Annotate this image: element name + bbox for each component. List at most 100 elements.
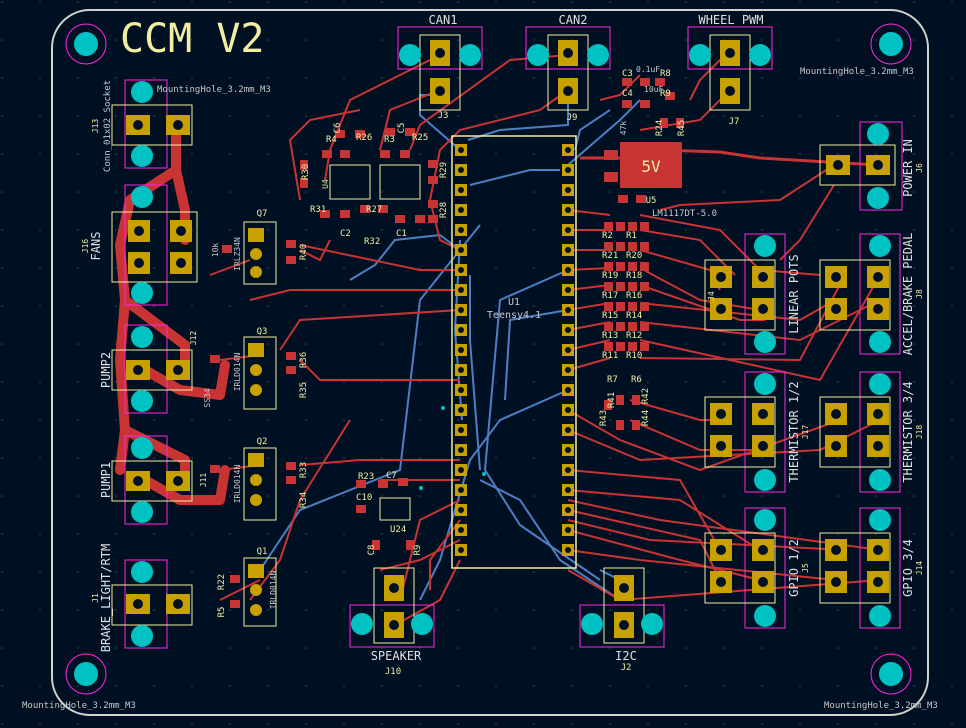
gpio12-label: GPIO 1/2	[787, 539, 801, 597]
j13-ref: J13	[91, 119, 100, 134]
c8-label: C8	[367, 545, 377, 556]
resistor-pad	[604, 242, 613, 251]
i2c-label: I2C	[615, 649, 637, 663]
resistor-label-left: R17	[602, 291, 618, 301]
front-copper-traces	[209, 49, 881, 626]
q2-value: IRLD014N	[233, 465, 242, 504]
teensy-pin-hole	[565, 167, 571, 173]
r41-label: R41	[607, 392, 617, 408]
can2-ref: J9	[567, 113, 578, 123]
pump1-label: PUMP1	[99, 462, 113, 498]
r5-label: R5	[217, 607, 227, 618]
speaker-label: SPEAKER	[371, 649, 422, 663]
resistor-pad	[640, 282, 649, 291]
resistor-label-right: R18	[626, 271, 642, 281]
resistor-pad	[628, 282, 637, 291]
teensy-pin-hole	[458, 527, 464, 533]
mounting-hole-bl-label: MountingHole_3.2mm_M3	[22, 701, 136, 711]
can2-label: CAN2	[559, 13, 588, 27]
teensy-pin-hole	[565, 527, 571, 533]
teensy-pin-hole	[565, 207, 571, 213]
c01uf-label: 0.1uF	[636, 65, 660, 74]
teensy-pin-hole	[565, 547, 571, 553]
teensy-pin-hole	[458, 227, 464, 233]
r35-label: R35	[299, 382, 309, 398]
teensy-pin-hole	[565, 367, 571, 373]
resistor-label-right: R1	[626, 231, 637, 241]
resistor-pad	[604, 322, 613, 331]
teensy-pin-hole	[565, 307, 571, 313]
r44-label: R44	[641, 410, 651, 426]
c2-label: C2	[340, 229, 351, 239]
smd-cluster-bottom	[210, 78, 684, 608]
r31-label: R31	[310, 205, 326, 215]
mounting-hole-tr-label: MountingHole_3.2mm_M3	[800, 67, 914, 77]
teensy-pin-hole	[458, 347, 464, 353]
can1-connector	[397, 26, 483, 111]
resistor-pad	[616, 222, 625, 231]
teensy-pin-hole	[458, 267, 464, 273]
u5-ref: U5	[646, 196, 657, 206]
teensy-pin-hole	[565, 147, 571, 153]
resistor-pad	[604, 282, 613, 291]
q1-ref: Q1	[257, 547, 268, 557]
q7-value: IRLZ34N	[233, 237, 242, 271]
resistor-pad	[640, 302, 649, 311]
resistor-pad	[616, 262, 625, 271]
power-in-connector	[819, 121, 903, 211]
u1-value: Teensy4.1	[487, 310, 541, 321]
r40-label: R40	[299, 244, 309, 260]
resistor-array-pads	[604, 222, 649, 351]
accel-brake-label: ACCEL/BRAKE PEDAL	[901, 233, 915, 356]
wheel-pwm-ref: J7	[729, 117, 740, 127]
mounting-hole-bl	[65, 653, 107, 695]
can2-connector	[525, 26, 611, 111]
teensy-pin-hole	[458, 367, 464, 373]
mounting-hole-tl-label: MountingHole_3.2mm_M3	[157, 85, 271, 95]
r33-label: R33	[299, 462, 309, 478]
r9-label: R9	[413, 545, 423, 556]
resistor-label-right: R12	[626, 331, 642, 341]
r28-label: R28	[439, 202, 449, 218]
c7-label: C7	[386, 471, 397, 481]
j13-value: Conn_01x02_Socket	[103, 80, 113, 172]
teensy-pin-hole	[458, 167, 464, 173]
gpio12-connector	[704, 507, 786, 629]
c5-label: C5	[397, 123, 407, 134]
accel-brake-connector	[819, 233, 901, 355]
resistor-pad	[604, 302, 613, 311]
c10uf-label: 10uF	[644, 85, 663, 94]
linear-pots-ref: J4	[707, 291, 716, 301]
resistor-label-left: R21	[602, 251, 618, 261]
q7-mosfet	[243, 221, 277, 285]
can1-label: CAN1	[429, 13, 458, 27]
j13-connector	[111, 79, 193, 169]
fans-ref: J16	[81, 239, 90, 254]
c6-label: C6	[333, 123, 343, 134]
resistor-label-right: R14	[626, 311, 642, 321]
teensy-u1: U1 Teensy4.1	[451, 135, 577, 569]
teensy-pin-hole	[458, 407, 464, 413]
pump2-ref: J12	[189, 331, 198, 346]
teensy-pin-hole	[565, 327, 571, 333]
resistor-label-left: R19	[602, 271, 618, 281]
brake-light-label: BRAKE_LIGHT/RTM	[99, 544, 113, 652]
r30-label: R30	[301, 164, 311, 180]
resistor-label-right: R20	[626, 251, 642, 261]
resistor-pad	[616, 242, 625, 251]
u24-label: U24	[390, 525, 406, 535]
resistor-pad	[616, 322, 625, 331]
q2-ref: Q2	[257, 437, 268, 447]
mounting-hole-tr	[870, 23, 912, 65]
fans-connector	[111, 184, 198, 306]
teensy-pin-hole	[458, 307, 464, 313]
wheel-pwm-connector	[687, 26, 773, 111]
r24-label: R24	[655, 120, 665, 136]
r10k-label: 10k	[211, 243, 220, 258]
wheel-pwm-label: WHEEL PWM	[698, 13, 763, 27]
board-outline	[51, 9, 929, 716]
r3-label: R3	[384, 135, 395, 145]
fans-label: FANS	[89, 232, 103, 261]
resistor-pad	[616, 282, 625, 291]
